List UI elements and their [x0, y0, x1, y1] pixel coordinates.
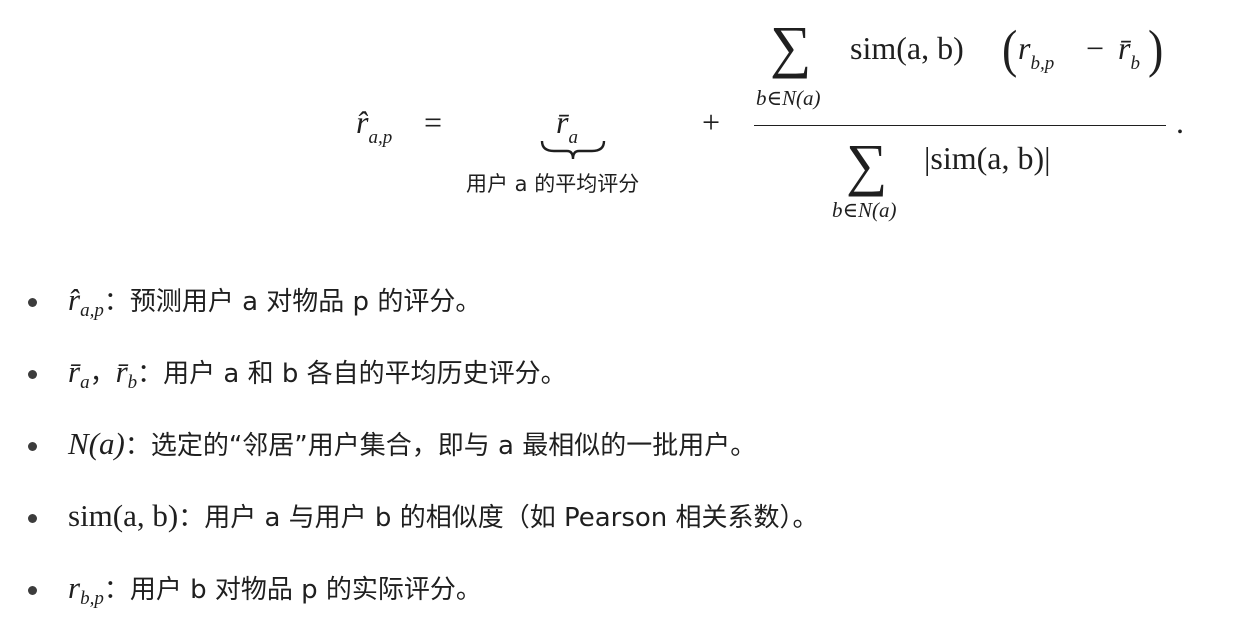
numerator-sum-symbol: ∑ — [770, 14, 812, 79]
bullet-text: ：选定的“邻居”用户集合，即与 a 最相似的一批用户。 — [124, 431, 757, 461]
math-r-bar-a: r̄a — [68, 354, 90, 393]
mean-r-bar-a: r̄a — [556, 104, 578, 148]
bullet-text: ：用户 a 与用户 b 的相似度（如 Pearson 相关系数）。 — [178, 503, 819, 533]
bullet-icon — [28, 514, 37, 523]
formula-period: . — [1176, 104, 1184, 140]
lhs-r-hat: r̂a,p — [356, 104, 393, 148]
math-r-hat-ap: r̂a,p — [68, 282, 104, 321]
math-separator: ， — [89, 359, 116, 389]
numerator-minus: − — [1086, 30, 1105, 66]
bullet-text: ：用户 a 和 b 各自的平均历史评分。 — [137, 359, 567, 389]
bullet-icon — [28, 586, 37, 595]
numerator-sim: sim(a, b) — [850, 30, 964, 66]
display-formula: r̂a,p = r̄a 用户 a 的平均评分 + ∑ b∈N(a) sim(a,… — [0, 0, 1238, 250]
underbrace-icon — [540, 140, 606, 160]
mean-label: 用户 a 的平均评分 — [466, 172, 640, 196]
math-r-bar-b: r̄b — [115, 354, 138, 393]
plus-sign: + — [702, 104, 721, 140]
bullet-icon — [28, 370, 37, 379]
numerator-sum-index: b∈N(a) — [756, 86, 821, 110]
left-paren: ( — [1002, 19, 1018, 78]
fraction-bar — [754, 125, 1166, 127]
numerator-r-bar-b: r̄b — [1118, 30, 1140, 74]
bullet-text: ：用户 b 对物品 p 的实际评分。 — [103, 575, 482, 605]
right-paren: ) — [1148, 19, 1164, 78]
bullet-icon — [28, 442, 37, 451]
denominator-sum-index: b∈N(a) — [832, 198, 897, 222]
numerator-r-bp: rb,p — [1018, 30, 1055, 74]
math-neighbors: N(a) — [68, 426, 125, 461]
bullet-text: ：预测用户 a 对物品 p 的评分。 — [103, 287, 482, 317]
denominator-sum-symbol: ∑ — [846, 132, 888, 197]
equals-sign: = — [424, 104, 443, 140]
math-r-bp: rb,p — [68, 570, 104, 609]
bullet-icon — [28, 298, 37, 307]
math-sim: sim(a, b) — [68, 498, 179, 533]
denominator-abs-sim: |sim(a, b)| — [924, 140, 1051, 176]
